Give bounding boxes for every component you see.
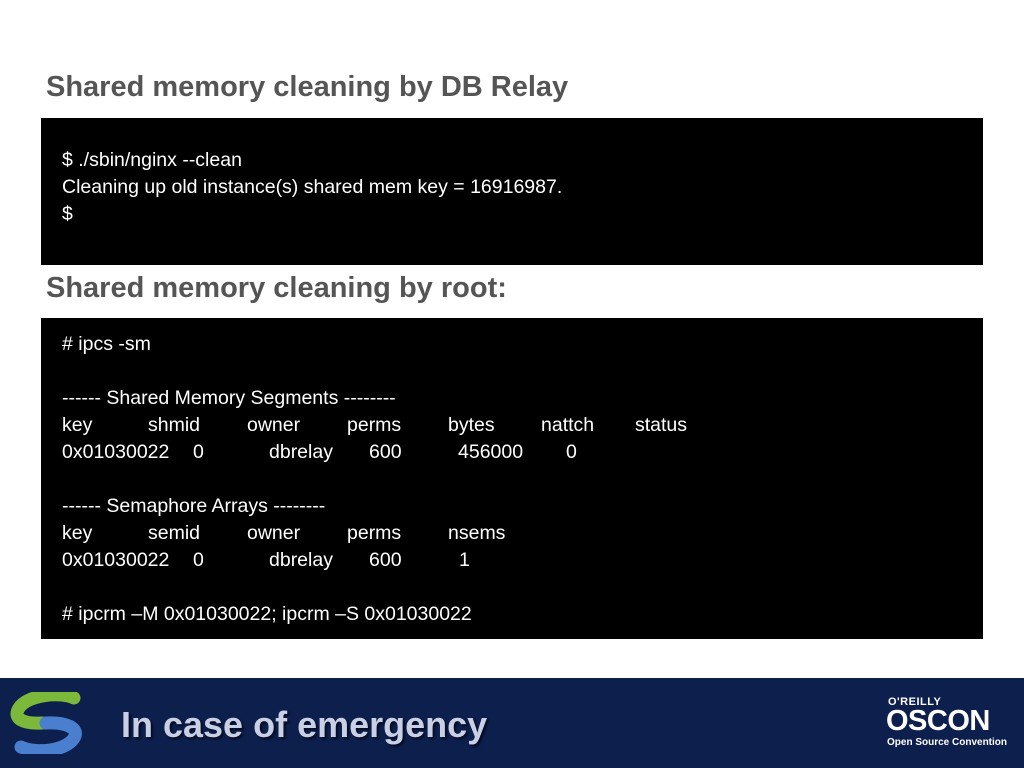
shm-cell-perms: 600 (369, 441, 402, 463)
heading-db-relay-cleaning: Shared memory cleaning by DB Relay (46, 71, 569, 103)
sem-col-semid: semid (148, 522, 201, 544)
shm-cell-bytes: 456000 (458, 441, 524, 463)
sem-col-owner: owner (247, 522, 301, 544)
sem-cell-key: 0x01030022 (62, 549, 170, 571)
s-logo-icon (10, 692, 82, 754)
sem-cell-perms: 600 (369, 549, 402, 571)
terminal-line: $ ./sbin/nginx --clean (62, 149, 242, 171)
shm-col-status: status (635, 414, 688, 436)
brand-tagline: Open Source Convention (887, 737, 1008, 748)
shm-cell-shmid: 0 (193, 441, 204, 463)
brand-publisher: O'REILLY (888, 696, 942, 708)
terminal-line: Cleaning up old instance(s) shared mem k… (62, 176, 563, 198)
shm-col-owner: owner (247, 414, 301, 436)
terminal-line-sem-header: ------ Semaphore Arrays -------- (62, 495, 326, 517)
footer-title: In case of emergency (121, 704, 488, 745)
sem-cell-nsems: 1 (459, 549, 470, 571)
terminal-db-relay: $ ./sbin/nginx --clean Cleaning up old i… (41, 118, 983, 265)
terminal-root: # ipcs -sm ------ Shared Memory Segments… (41, 318, 983, 639)
sem-col-key: key (62, 522, 93, 544)
shm-col-shmid: shmid (148, 414, 201, 436)
heading-root-cleaning: Shared memory cleaning by root: (46, 272, 507, 304)
shm-cell-key: 0x01030022 (62, 441, 170, 463)
terminal-line: $ (62, 203, 73, 225)
footer-bar: In case of emergency O'REILLY OSCON Open… (0, 678, 1024, 768)
terminal-line-ipcrm: # ipcrm –M 0x01030022; ipcrm –S 0x010300… (62, 603, 472, 625)
sem-cell-semid: 0 (193, 549, 204, 571)
brand-name: OSCON (886, 705, 990, 737)
shm-cell-owner: dbrelay (269, 441, 333, 463)
oscon-logo: O'REILLY OSCON Open Source Convention (884, 694, 1007, 754)
shm-col-key: key (62, 414, 93, 436)
terminal-line-shm-header: ------ Shared Memory Segments -------- (62, 387, 396, 409)
shm-cell-nattch: 0 (566, 441, 577, 463)
shm-col-bytes: bytes (448, 414, 495, 436)
sem-cell-owner: dbrelay (269, 549, 333, 571)
sem-col-perms: perms (347, 522, 402, 544)
shm-col-perms: perms (347, 414, 402, 436)
shm-col-nattch: nattch (541, 414, 595, 436)
sem-col-nsems: nsems (448, 522, 506, 544)
terminal-line-ipcs: # ipcs -sm (62, 333, 151, 355)
